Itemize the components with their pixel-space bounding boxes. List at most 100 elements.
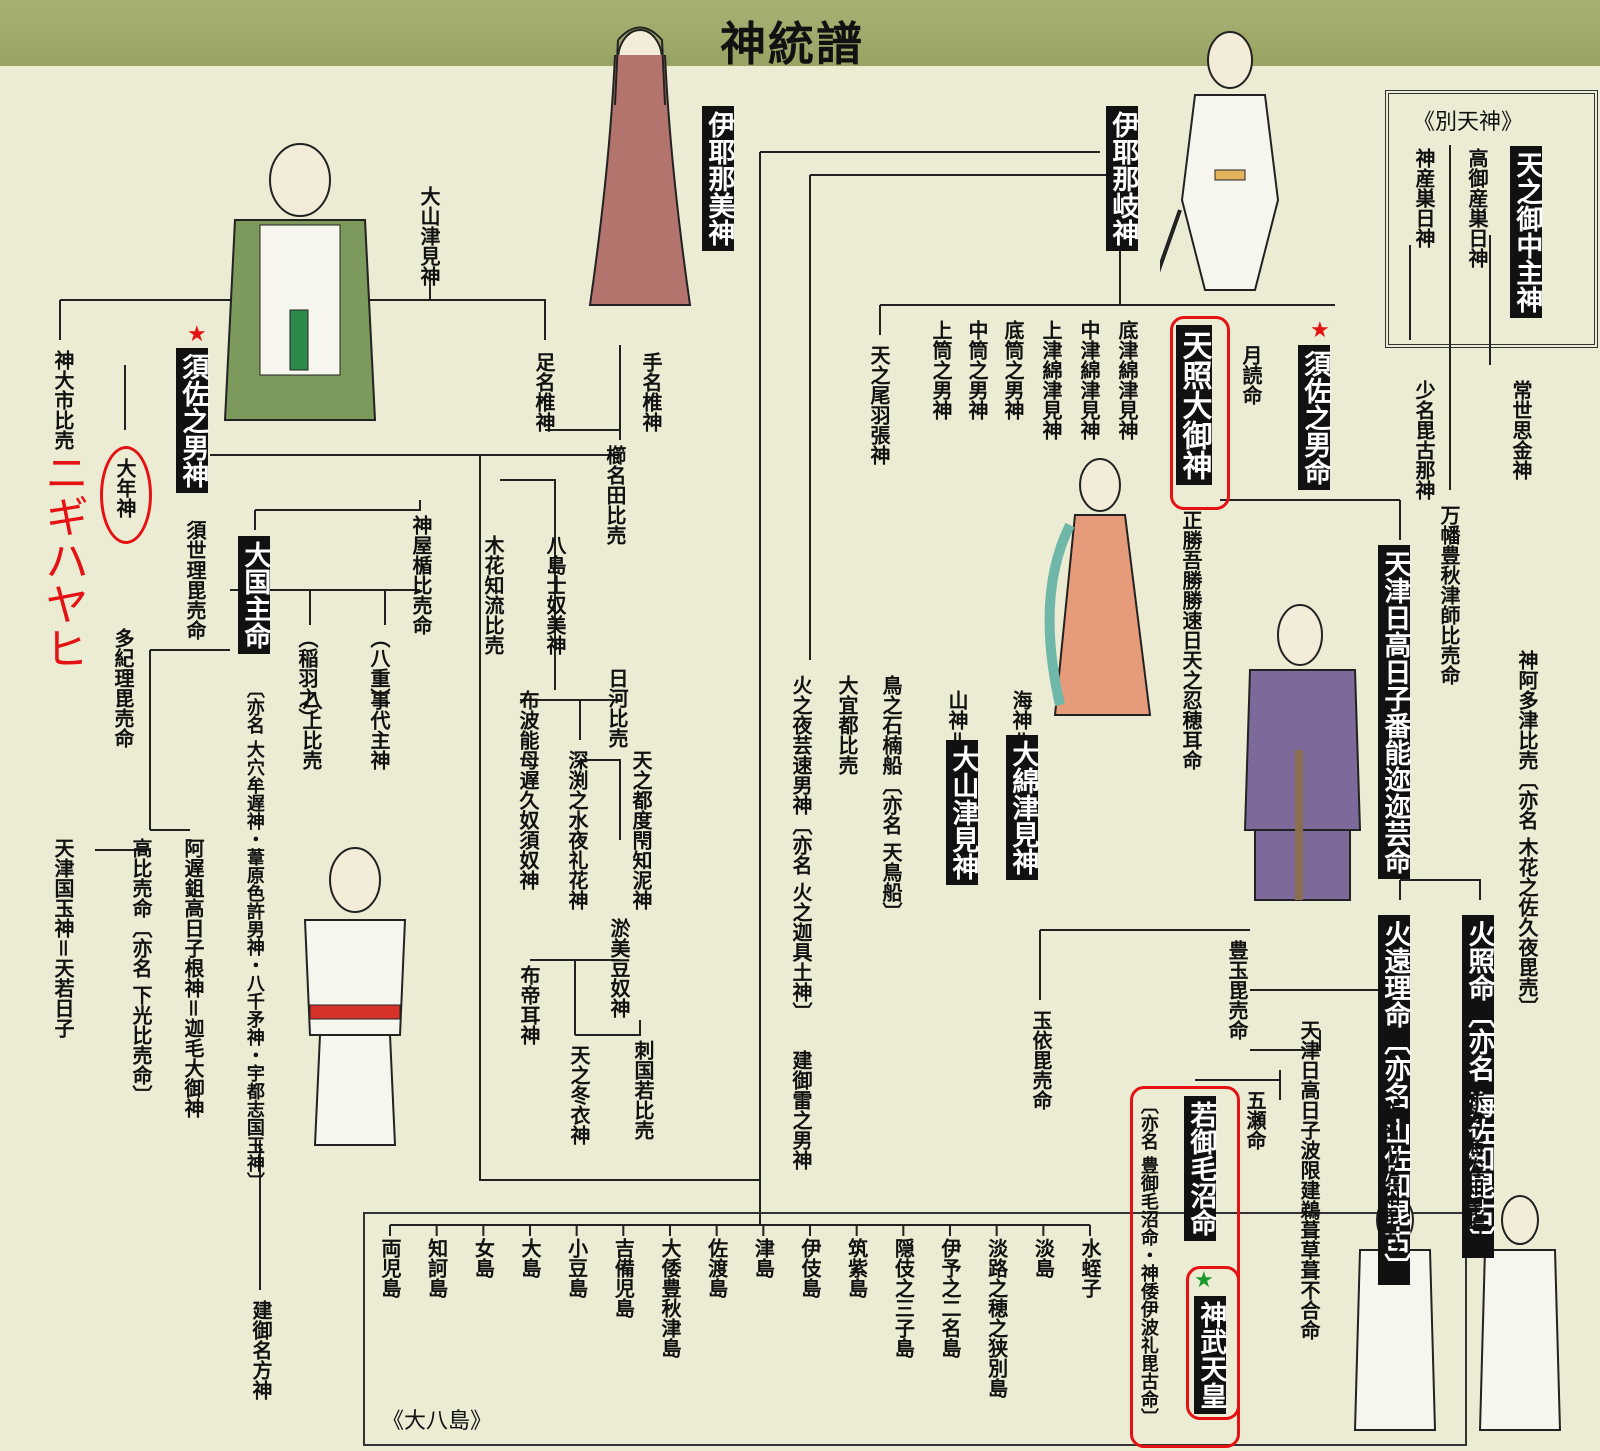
node-nakatsuwata: 中津綿津見神 bbox=[1077, 320, 1101, 440]
node-ajisuki: 阿遅鉏高日子根神＝迦毛大御神 bbox=[181, 838, 205, 1118]
node-amenoohabari: 天之尾羽張神 bbox=[867, 345, 891, 465]
node-sokotsuwata: 底津綿津見神 bbox=[1115, 320, 1139, 440]
node-izanami: 伊耶那美神 bbox=[702, 106, 735, 251]
node-oogetsu: 大宜都比売 bbox=[835, 675, 859, 775]
susanoo-figure-icon bbox=[223, 143, 377, 421]
node-hoderi-alias: 〔亦名 海佐知毘古〕 bbox=[1461, 1070, 1485, 1257]
ninigi-figure-icon bbox=[1243, 604, 1362, 901]
island-label: 津島 bbox=[751, 1238, 776, 1278]
node-itsuse: 五瀬命 bbox=[1243, 1090, 1267, 1150]
node-tamayorihime: 玉依毘売命 bbox=[1029, 1010, 1053, 1110]
page-title: 神統譜 bbox=[720, 17, 864, 71]
node-susanoo-left: 須佐之男神 bbox=[176, 348, 209, 493]
node-uwatsutsu: 上筒之男神 bbox=[929, 320, 953, 420]
node-ninigi: 天津日高日子番能迩迩芸命 bbox=[1378, 545, 1411, 879]
node-okuminu: 淤美豆奴神 bbox=[607, 918, 631, 1018]
node-oowatatsumi: 大綿津見神 bbox=[1006, 735, 1039, 880]
island-label: 女島 bbox=[471, 1238, 496, 1278]
jimmu-highlight bbox=[1186, 1266, 1240, 1420]
node-takemikazuchi: 建御雷之男神 bbox=[789, 1050, 813, 1170]
node-hikawahime: 日河比売 bbox=[605, 668, 629, 748]
node-konohanachiru: 木花知流比売 bbox=[481, 535, 505, 655]
node-hoori: 火遠理命〔亦名 山佐知毘古〕 bbox=[1378, 915, 1411, 1286]
node-ookuni-alias: 〔亦名 大穴牟遅神・葦原色許男神・八千矛神・宇都志国玉神〕 bbox=[243, 680, 265, 1191]
node-yae: （八重） bbox=[367, 628, 391, 708]
node-hoderi: 火照命〔亦名 海佐知毘古〕 bbox=[1462, 915, 1495, 1259]
node-uwatsuwata: 上津綿津見神 bbox=[1039, 320, 1063, 440]
island-label: 伊予之二名島 bbox=[938, 1238, 962, 1358]
node-ookuninushi: 大国主命 bbox=[238, 536, 271, 654]
island-label: 吉備児島 bbox=[611, 1238, 636, 1318]
node-amenominakanushi: 天之御中主神 bbox=[1510, 146, 1543, 318]
node-nakatsutsu: 中筒之男神 bbox=[965, 320, 989, 420]
node-yashimajinumi: 八島士奴美神 bbox=[543, 535, 567, 655]
node-sukunabiko: 少名毘古那神 bbox=[1412, 380, 1436, 500]
node-kotoshironushi: 事代主神 bbox=[367, 690, 391, 770]
node-jimmu: 神武天皇 bbox=[1194, 1296, 1227, 1414]
node-takamimusubi: 高御産巣日神 bbox=[1465, 148, 1489, 268]
node-suserihime: 須世理毘売命 bbox=[183, 520, 207, 640]
betsu-amatsukami-label: 《別天神》 bbox=[1413, 110, 1524, 135]
node-hoori-alias: 〔亦名 山佐知毘古〕 bbox=[1377, 1080, 1401, 1267]
node-amaterasu: 天照大御神 bbox=[1176, 325, 1212, 485]
wakamikenu-highlight bbox=[1130, 1086, 1240, 1448]
node-sokotsutsu: 底筒之男神 bbox=[1001, 320, 1025, 420]
island-label: 大島 bbox=[518, 1238, 542, 1278]
island-label: 両児島 bbox=[378, 1238, 402, 1298]
handwritten-annotation: ニギハヤヒ bbox=[37, 450, 88, 670]
node-kamuooichihime: 神大市比売 bbox=[51, 350, 75, 450]
node-ooyamatsumi: 大山津見神 bbox=[946, 740, 979, 885]
amaterasu-figure-icon bbox=[1044, 458, 1152, 716]
node-kamuyatate: 神屋楯比売命 bbox=[409, 515, 433, 635]
oyashima-frame bbox=[363, 1212, 1467, 1446]
island-label: 水蛭子 bbox=[1078, 1238, 1102, 1298]
title-banner bbox=[0, 0, 1600, 66]
node-sashikuniwaka: 刺国若比売 bbox=[631, 1040, 655, 1140]
node-toyotamahime: 豊玉毘売命 bbox=[1225, 940, 1249, 1040]
izanami-figure-icon bbox=[588, 26, 692, 306]
hoderi-hoori-figure-icon bbox=[1353, 1195, 1562, 1431]
star-red-icon: ★ bbox=[187, 322, 207, 347]
island-label: 知訶島 bbox=[424, 1238, 449, 1298]
node-torinoiwakusu: 鳥之石楠船〔亦名 天鳥船〕 bbox=[879, 675, 903, 922]
node-izanagi: 伊耶那岐神 bbox=[1106, 106, 1139, 251]
node-susanoo-right: 須佐之男命 bbox=[1298, 345, 1331, 490]
node-amenofuyukinu: 天之冬衣神 bbox=[567, 1045, 591, 1145]
node-fukabuchi: 深渕之水夜礼花神 bbox=[565, 750, 589, 910]
node-ametsudoe: 天之都度閇知泥神 bbox=[629, 750, 653, 910]
island-label: 小豆島 bbox=[564, 1238, 589, 1298]
node-amatsukunitama: 天津国玉神＝天若日子 bbox=[51, 838, 75, 1038]
node-takiri: 多紀理毘売命 bbox=[111, 628, 135, 748]
ookuninushi-figure-icon bbox=[303, 847, 407, 1146]
node-wakamikenu-alias: 〔亦名 豊御毛沼命・神倭伊波礼毘古命〕 bbox=[1137, 1096, 1159, 1427]
node-takahime: 高比売命〔亦名 下光比売命〕 bbox=[129, 838, 153, 1105]
node-tokoyo: 常世思金神 bbox=[1509, 380, 1533, 480]
island-label: 大倭豊秋津島 bbox=[658, 1238, 682, 1358]
betsu-amatsukami-frame bbox=[1385, 90, 1598, 348]
island-label: 淡島 bbox=[1031, 1238, 1056, 1278]
node-futemimi: 布帝耳神 bbox=[517, 965, 541, 1045]
node-tenazuchi: 手名椎神 bbox=[639, 352, 663, 432]
node-masakatsu: 正勝吾勝勝速日天之忍穂耳命 bbox=[1179, 510, 1203, 770]
island-label: 筑紫島 bbox=[844, 1238, 869, 1298]
node-ooyamatsumi-top: 大山津見神 bbox=[417, 186, 441, 286]
node-yagami: 八上比売 bbox=[299, 690, 323, 770]
node-takeminakata: 建御名方神 bbox=[249, 1300, 273, 1400]
oyashima-label: 《大八島》 bbox=[382, 1409, 493, 1434]
node-inaba: （稲羽之） bbox=[295, 628, 319, 728]
node-ashinazuchi: 足名椎神 bbox=[532, 352, 556, 432]
island-label: 隠伎之三子島 bbox=[891, 1238, 916, 1358]
node-honosusori: 火之夜芸速男神〔亦名 火之迦具土神〕 bbox=[789, 675, 813, 1022]
island-label: 伊伎島 bbox=[798, 1238, 822, 1298]
node-tsukuyomi: 月読命 bbox=[1239, 345, 1263, 405]
node-wakamikenu: 若御毛沼命 bbox=[1184, 1096, 1217, 1241]
ootoshi-highlight bbox=[100, 446, 152, 544]
node-kushinadahime: 櫛名田比売 bbox=[603, 445, 627, 545]
node-yorozuhata: 万幡豊秋津師比売命 bbox=[1437, 505, 1461, 685]
node-fuhanomoji: 布波能母遅久奴須奴神 bbox=[516, 690, 540, 890]
star-red-icon: ★ bbox=[1310, 318, 1330, 343]
island-label: 佐渡島 bbox=[704, 1238, 729, 1298]
node-ugaya: 天津日高日子波限建鵜葺草葺不合命 bbox=[1297, 1020, 1321, 1340]
